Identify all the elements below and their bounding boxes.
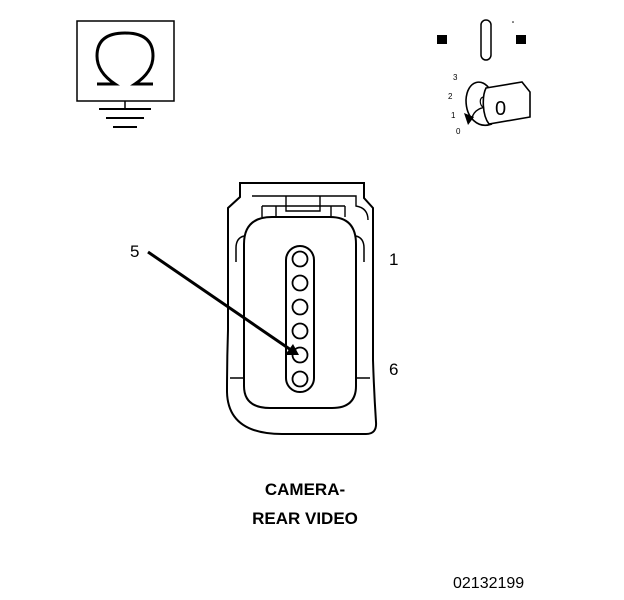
switch-position-2: 2 <box>448 92 453 101</box>
connector-title-line1: CAMERA- <box>265 480 345 499</box>
pin-2 <box>291 274 309 292</box>
pin-1-label: 1 <box>389 250 398 269</box>
connector-pins <box>291 250 309 388</box>
switch-position-3: 3 <box>453 73 458 82</box>
connector-body <box>225 182 378 435</box>
pin-1 <box>291 250 309 268</box>
pin-6-label: 6 <box>389 360 398 379</box>
pin-3 <box>291 298 309 316</box>
figure-id: 02132199 <box>453 575 524 592</box>
callout-pin-5-label: 5 <box>130 242 139 261</box>
key-label: 0 <box>495 98 506 120</box>
connector-title-line2: REAR VIDEO <box>252 509 358 528</box>
switch-position-1: 1 <box>451 111 456 120</box>
ignition-key-icon <box>437 19 531 126</box>
ohm-ground-icon <box>76 20 175 128</box>
pin-4 <box>291 322 309 340</box>
pin-5-callout-arrow <box>147 250 299 355</box>
pin-6 <box>291 370 309 388</box>
switch-position-0: 0 <box>456 127 461 136</box>
